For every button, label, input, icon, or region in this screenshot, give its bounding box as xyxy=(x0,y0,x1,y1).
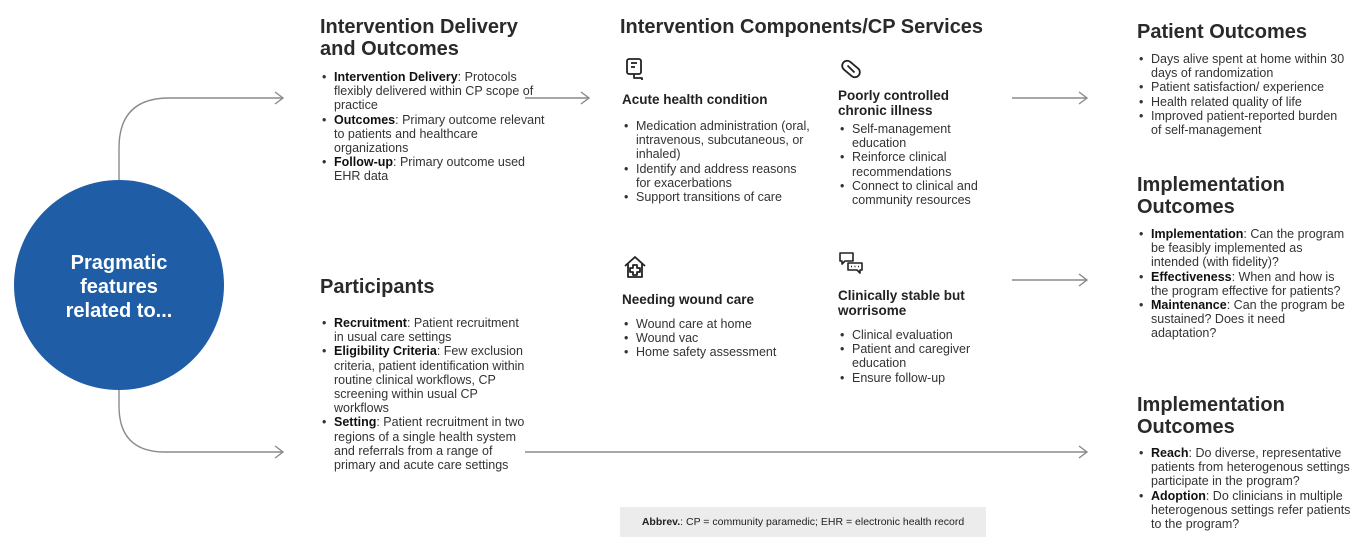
patient-outcomes-title: Patient Outcomes xyxy=(1137,21,1308,43)
item-term: Eligibility Criteria xyxy=(334,344,437,359)
central-circle: Pragmatic features related to... xyxy=(14,180,224,390)
item-term: Follow-up xyxy=(334,155,394,170)
item-term: Effectiveness xyxy=(1151,269,1232,284)
item-text: : Do diverse, representative patients fr… xyxy=(1151,446,1350,489)
acute-card: Acute health condition Medication admini… xyxy=(622,92,812,204)
participants-section: Participants Recruitment: Patient recrui… xyxy=(320,276,530,472)
list-item: Health related quality of life xyxy=(1137,95,1347,109)
iv-bag-icon xyxy=(626,58,643,80)
branch-to-delivery xyxy=(118,97,282,182)
wound-list: Wound care at home Wound vac Home safety… xyxy=(622,317,812,360)
item-text: : Patient recruitment in usual care sett… xyxy=(334,316,519,345)
list-item: Setting: Patient recruitment in two regi… xyxy=(320,415,530,472)
list-item: Support transitions of care xyxy=(622,190,812,204)
delivery-list: Intervention Delivery: Protocols flexibl… xyxy=(320,70,550,184)
list-item: Identify and address reasons for exacerb… xyxy=(622,162,812,190)
item-text: : Can the program be sustained? Does it … xyxy=(1151,298,1345,341)
list-item: Wound care at home xyxy=(622,317,812,331)
impl-outcomes-2-title: Implementation Outcomes xyxy=(1137,394,1285,438)
item-text: : Primary outcome relevant to patients a… xyxy=(334,112,545,156)
list-item: Reach: Do diverse, representative patien… xyxy=(1137,446,1351,489)
list-item: Days alive spent at home within 30 days … xyxy=(1137,52,1347,80)
list-item: Reinforce clinical recommendations xyxy=(838,150,1008,178)
list-item: Medication administration (oral, intrave… xyxy=(622,119,812,162)
item-text: : Few exclusion criteria, patient identi… xyxy=(334,344,525,416)
list-item: Wound vac xyxy=(622,331,812,345)
list-item: Recruitment: Patient recruitment in usua… xyxy=(320,316,530,344)
impl-outcomes-2-section: Implementation Outcomes Reach: Do divers… xyxy=(1137,394,1351,531)
item-term: Recruitment xyxy=(334,316,407,330)
participants-title: Participants xyxy=(320,276,435,298)
item-text: : Patient recruitment in two regions of … xyxy=(334,415,525,473)
list-item: Self-management education xyxy=(838,122,1008,150)
wound-title: Needing wound care xyxy=(622,292,755,307)
list-item: Eligibility Criteria: Few exclusion crit… xyxy=(320,344,530,415)
stable-title: Clinically stable but worrisome xyxy=(838,288,965,318)
chronic-card: Poorly controlled chronic illness Self-m… xyxy=(838,88,1008,207)
list-item: Improved patient-reported burden of self… xyxy=(1137,109,1347,137)
item-text: : When and how is the program effective … xyxy=(1151,269,1341,298)
list-item: Follow-up: Primary outcome used EHR data xyxy=(320,155,550,183)
chat-bubbles-icon xyxy=(839,252,863,274)
stable-card: Clinically stable but worrisome Clinical… xyxy=(838,288,1008,385)
list-item: Maintenance: Can the program be sustaine… xyxy=(1137,298,1347,341)
acute-list: Medication administration (oral, intrave… xyxy=(622,119,812,204)
impl-outcomes-2-list: Reach: Do diverse, representative patien… xyxy=(1137,446,1351,531)
item-text: : Protocols flexibly delivered within CP… xyxy=(334,70,534,113)
abbreviation-note: Abbrev.: CP = community paramedic; EHR =… xyxy=(620,507,986,537)
item-text: : Primary outcome used EHR data xyxy=(334,155,526,184)
chronic-list: Self-management education Reinforce clin… xyxy=(838,122,1008,207)
impl-outcomes-1-section: Implementation Outcomes Implementation: … xyxy=(1137,174,1347,341)
pill-icon xyxy=(841,59,861,79)
item-term: Maintenance xyxy=(1151,298,1227,313)
abbreviation-label: Abbrev. xyxy=(641,516,681,528)
participants-list: Recruitment: Patient recruitment in usua… xyxy=(320,316,530,472)
item-term: Adoption xyxy=(1151,488,1206,503)
abbreviation-text: : CP = community paramedic; EHR = electr… xyxy=(680,516,965,528)
list-item: Connect to clinical and community resour… xyxy=(838,179,1008,207)
central-circle-label: Pragmatic features related to... xyxy=(65,252,173,322)
list-item: Implementation: Can the program be feasi… xyxy=(1137,227,1347,270)
list-item: Intervention Delivery: Protocols flexibl… xyxy=(320,70,550,113)
list-item: Adoption: Do clinicians in multiple hete… xyxy=(1137,489,1351,532)
impl-outcomes-1-title: Implementation Outcomes xyxy=(1137,174,1285,218)
wound-card: Needing wound care Wound care at home Wo… xyxy=(622,292,812,360)
patient-outcomes-list: Days alive spent at home within 30 days … xyxy=(1137,52,1347,137)
item-term: Reach xyxy=(1151,446,1189,460)
acute-title: Acute health condition xyxy=(622,92,768,107)
home-health-icon xyxy=(624,256,646,278)
chronic-title: Poorly controlled chronic illness xyxy=(838,88,950,118)
list-item: Ensure follow-up xyxy=(838,371,1008,385)
patient-outcomes-section: Patient Outcomes Days alive spent at hom… xyxy=(1137,21,1347,137)
branch-to-participants xyxy=(118,390,282,453)
item-term: Intervention Delivery xyxy=(334,70,458,84)
item-term: Implementation xyxy=(1151,227,1244,241)
item-term: Setting xyxy=(334,415,377,430)
list-item: Outcomes: Primary outcome relevant to pa… xyxy=(320,113,550,156)
list-item: Patient satisfaction/ experience xyxy=(1137,80,1347,94)
item-term: Outcomes xyxy=(334,112,396,127)
list-item: Clinical evaluation xyxy=(838,328,1008,342)
delivery-section: Intervention Delivery and Outcomes Inter… xyxy=(320,16,550,184)
list-item: Effectiveness: When and how is the progr… xyxy=(1137,270,1347,298)
item-text: : Do clinicians in multiple heterogenous… xyxy=(1151,488,1351,532)
list-item: Home safety assessment xyxy=(622,345,812,359)
list-item: Patient and caregiver education xyxy=(838,342,1008,370)
item-text: : Can the program be feasibly implemente… xyxy=(1151,227,1345,270)
impl-outcomes-1-list: Implementation: Can the program be feasi… xyxy=(1137,227,1347,341)
components-title: Intervention Components/CP Services xyxy=(620,16,984,38)
stable-list: Clinical evaluation Patient and caregive… xyxy=(838,328,1008,385)
delivery-title: Intervention Delivery and Outcomes xyxy=(320,16,518,60)
